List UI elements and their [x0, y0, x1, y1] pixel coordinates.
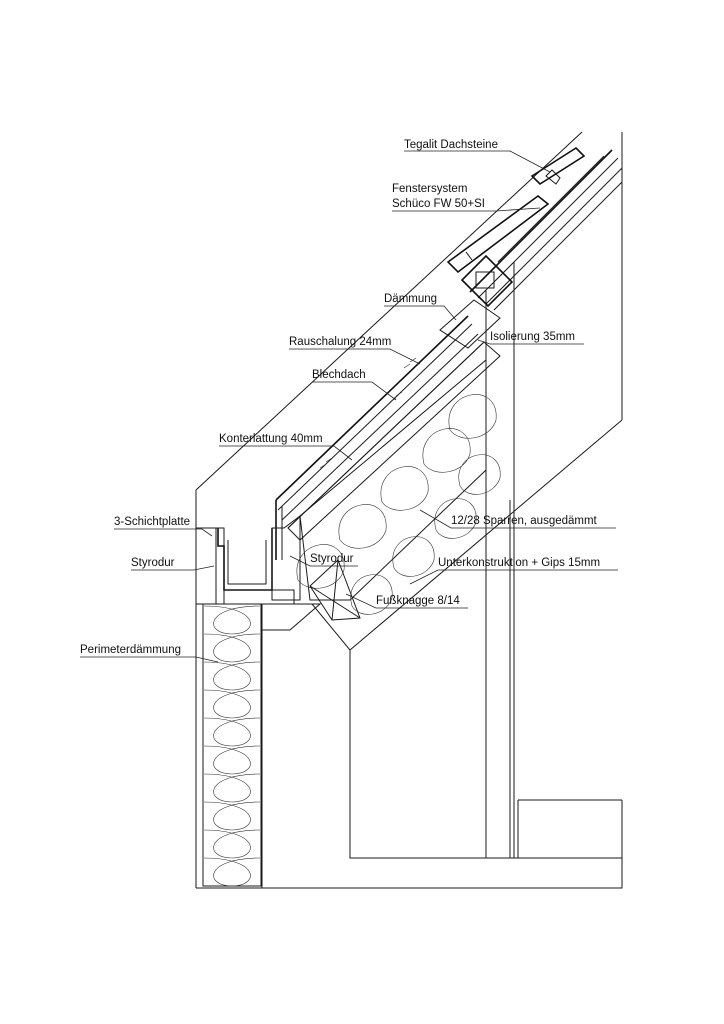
window-system — [460, 149, 623, 311]
label-fussknagge: Fußknagge 8/14 — [345, 593, 468, 609]
sparren-label: 12/28 Sparren, ausgedämmt — [451, 515, 598, 527]
label-tegalit: Tegalit Dachsteine — [404, 139, 551, 173]
konterlattung-label: Konterlattung 40mm — [219, 433, 323, 445]
styrodur-right-label: Styrodur — [310, 553, 354, 565]
label-konterlattung: Konterlattung 40mm — [219, 433, 353, 461]
isolierung-label: Isolierung 35mm — [490, 331, 575, 343]
label-schichtplatte: 3-Schichtplatte — [114, 516, 213, 537]
styrodur-left-label: Styrodur — [131, 557, 175, 569]
blechdach-label: Blechdach — [312, 369, 366, 381]
label-rauschalung: Rauschalung 24mm — [289, 336, 421, 365]
label-styrodur-right: Styrodur — [289, 553, 358, 567]
roof-layers — [275, 299, 501, 560]
label-styrodur-left: Styrodur — [131, 557, 215, 571]
label-perimeter: Perimeterdämmung — [80, 644, 219, 663]
daemmung-label: Dämmung — [384, 293, 437, 305]
perimeter-label: Perimeterdämmung — [80, 644, 181, 656]
labels: Tegalit Dachsteine Fenstersystem Schüco … — [80, 139, 618, 663]
label-sparren: 12/28 Sparren, ausgedämmt — [419, 509, 616, 529]
unterkonstruktion-label: Unterkonstruktion + Gips 15mm — [438, 557, 600, 569]
label-fenstersystem: Fenstersystem Schüco FW 50+SI — [392, 183, 541, 212]
concrete-foundation — [261, 603, 623, 889]
perimeter-insulation — [202, 603, 262, 887]
rauschalung-label: Rauschalung 24mm — [289, 336, 391, 348]
label-blechdach: Blechdach — [312, 369, 397, 401]
roof-tiles — [446, 146, 586, 274]
schichtplatte-label: 3-Schichtplatte — [114, 516, 190, 528]
fenster-label-2: Schüco FW 50+SI — [392, 198, 485, 210]
tegalit-label: Tegalit Dachsteine — [404, 139, 498, 151]
fussknagge-label: Fußknagge 8/14 — [376, 595, 460, 607]
label-daemmung: Dämmung — [384, 293, 457, 321]
label-unterkonstruktion: Unterkonstruktion + Gips 15mm — [409, 557, 618, 585]
label-isolierung: Isolierung 35mm — [477, 331, 584, 345]
left-wall-layers — [195, 515, 322, 631]
fenster-label-1: Fenstersystem — [392, 183, 467, 195]
